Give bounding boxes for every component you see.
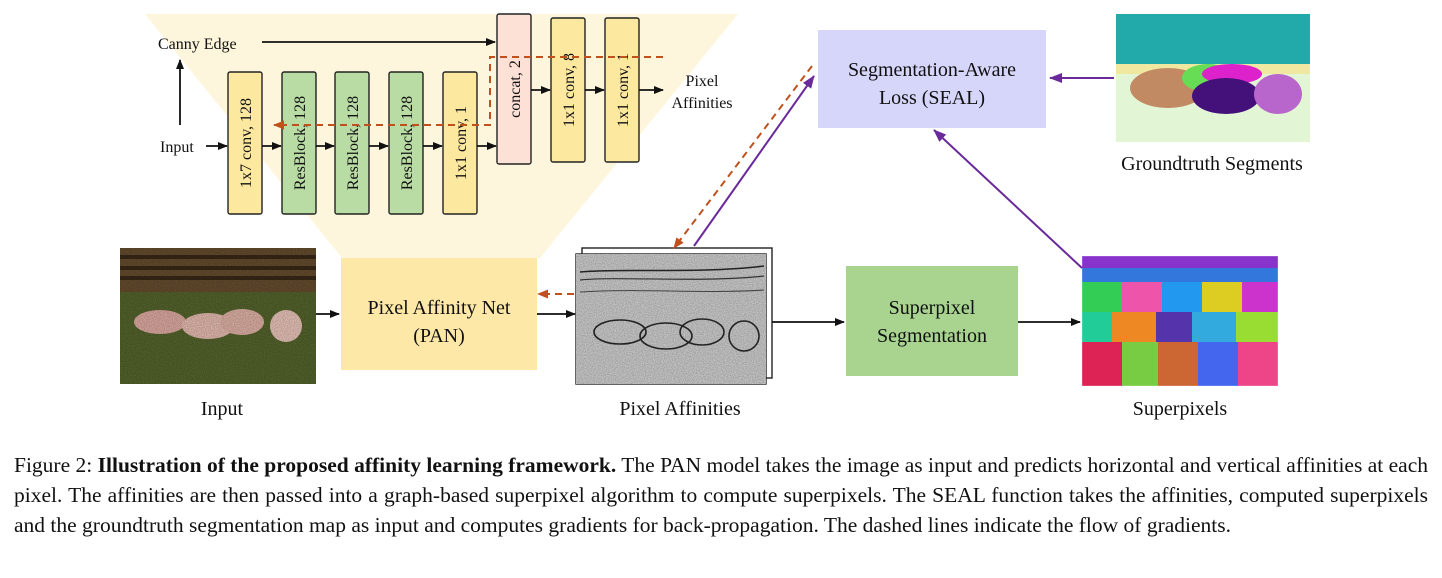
pan-box: Pixel Affinity Net (PAN)	[341, 258, 537, 370]
layer-1x1-conv-8-label: 1x1 conv, 8	[561, 53, 578, 127]
groundtruth-image	[1116, 14, 1310, 142]
pan-output-label-line2: Affinities	[671, 95, 732, 112]
layer-concat: concat, 2	[496, 13, 532, 165]
superpixels-to-seal-arrow	[933, 129, 1083, 269]
input-image-caption: Input	[201, 398, 244, 420]
layer-1x1-conv-1-label: 1x1 conv, 1	[453, 106, 470, 180]
pan-input-label: Input	[160, 139, 194, 156]
spseg-label-line2: Segmentation	[877, 325, 987, 347]
pixel-affinities-caption: Pixel Affinities	[619, 398, 741, 420]
input-image	[120, 248, 316, 384]
layer-1x1-conv-final-label: 1x1 conv, 1	[615, 53, 632, 127]
caption-body: The PAN model takes the image as input a…	[14, 453, 1428, 537]
layer-concat-label: concat, 2	[507, 60, 524, 118]
affinities-to-seal-arrow	[693, 75, 815, 247]
pan-output-label-line1: Pixel	[686, 73, 719, 90]
pan-box-label-line2: (PAN)	[413, 325, 465, 347]
layer-resblock-2: ResBlock, 128	[334, 71, 370, 215]
superpixels-caption: Superpixels	[1133, 398, 1228, 420]
layer-resblock-1-label: ResBlock, 128	[292, 96, 309, 190]
seal-box: Segmentation-Aware Loss (SEAL)	[818, 30, 1046, 128]
groundtruth-caption: Groundtruth Segments	[1121, 153, 1303, 175]
superpixel-segmentation-box: Superpixel Segmentation	[846, 266, 1018, 376]
canny-edge-label: Canny Edge	[158, 36, 237, 53]
layer-1x1-conv-1: 1x1 conv, 1	[442, 71, 478, 215]
framework-diagram: Canny Edge Input 1x7 conv, 128 ResBlock,…	[120, 13, 1310, 420]
seal-label-line2: Loss (SEAL)	[879, 87, 985, 109]
layer-1x1-conv-8: 1x1 conv, 8	[550, 17, 586, 163]
layer-resblock-2-label: ResBlock, 128	[345, 96, 362, 190]
figure-caption: Figure 2: Illustration of the proposed a…	[14, 450, 1428, 540]
layer-1x7-conv: 1x7 conv, 128	[227, 71, 263, 215]
layer-1x1-conv-final: 1x1 conv, 1	[604, 17, 640, 163]
pixel-affinities-image	[575, 247, 773, 385]
layer-resblock-3: ResBlock, 128	[388, 71, 424, 215]
layer-1x7-conv-label: 1x7 conv, 128	[238, 98, 255, 188]
caption-bold-title: Illustration of the proposed affinity le…	[97, 453, 617, 477]
gradient-seal-to-affinities-arrow	[673, 65, 813, 249]
caption-figure-label: Figure 2:	[14, 453, 93, 477]
seal-label-line1: Segmentation-Aware	[848, 59, 1016, 81]
spseg-label-line1: Superpixel	[889, 297, 976, 319]
pan-box-label-line1: Pixel Affinity Net	[368, 297, 511, 319]
layer-resblock-3-label: ResBlock, 128	[399, 96, 416, 190]
superpixels-image	[1081, 255, 1279, 387]
gradient-flow-pan-detail	[273, 56, 663, 130]
layer-resblock-1: ResBlock, 128	[281, 71, 317, 215]
